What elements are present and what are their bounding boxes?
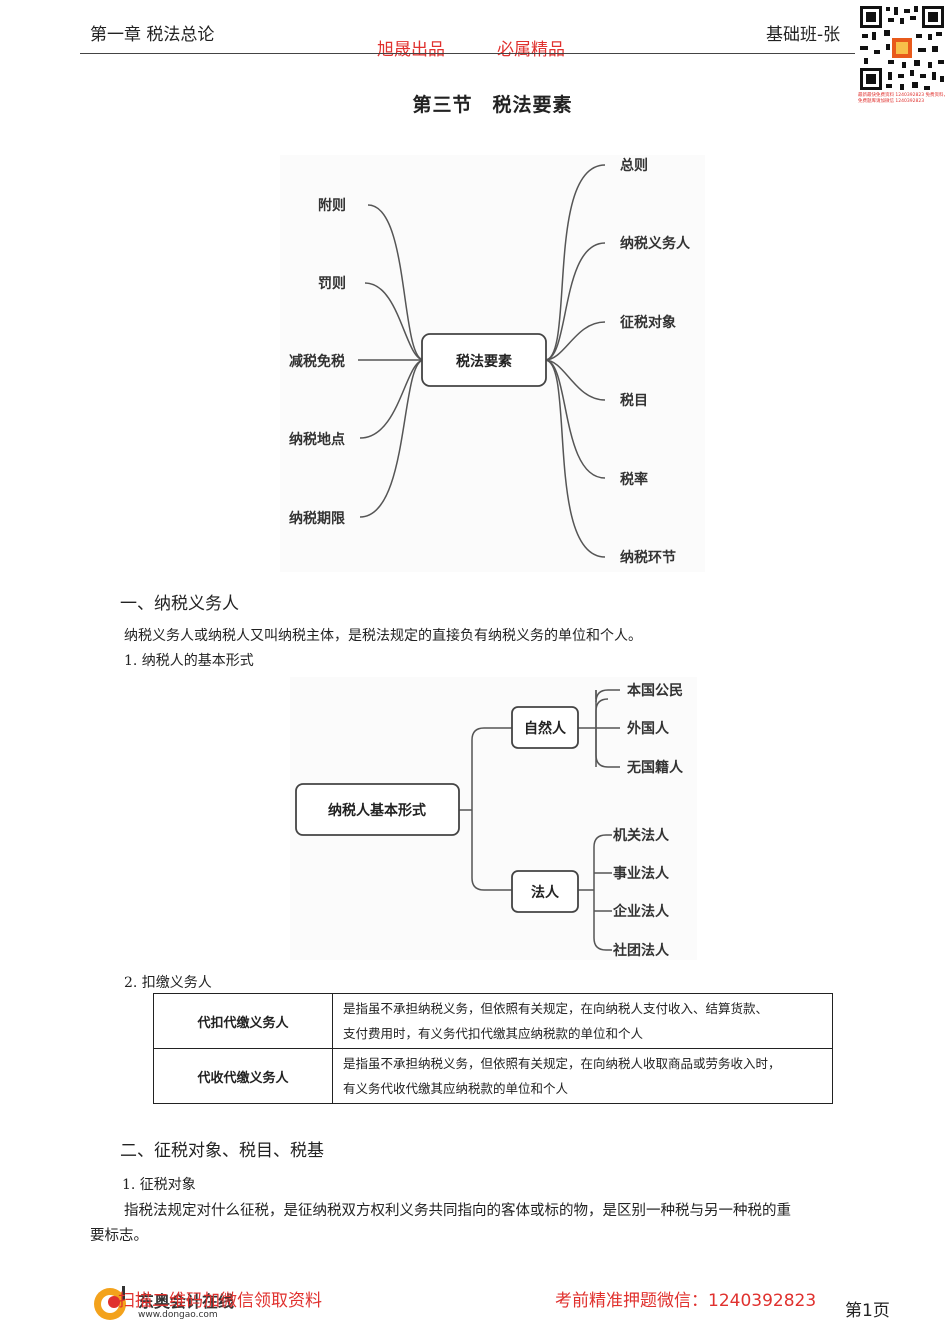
paragraph-tax-object-line1: 指税法规定对什么征税，是征纳税双方权利义务共同指向的客体或标的物，是区别一种税与… (124, 1203, 791, 1219)
legal-child: 机关法人 (613, 827, 670, 844)
natural-child: 无国籍人 (626, 759, 684, 776)
qr-code-icon[interactable] (858, 4, 946, 92)
tree-root-box (295, 783, 460, 836)
mindmap-right-node: 总则 (620, 157, 648, 174)
table-row: 代收代缴义务人 是指虽不承担纳税义务，但依照有关规定，在向纳税人收取商品或劳务收… (153, 1048, 833, 1104)
withholding-agents-table: 代扣代缴义务人 是指虽不承担纳税义务，但依照有关规定，在向纳税人支付收入、结算货… (153, 993, 833, 1104)
agent-desc-line: 支付费用时，有义务代扣代缴其应纳税款的单位和个人 (343, 1026, 644, 1041)
legal-child: 社团法人 (612, 942, 670, 959)
paragraph-taxpayer-definition: 纳税义务人或纳税人又叫纳税主体，是税法规定的直接负有纳税义务的单位和个人。 (124, 628, 642, 644)
legal-child: 企业法人 (612, 903, 670, 920)
header-divider (80, 53, 855, 54)
course-title: 基础班-张 (766, 25, 841, 45)
footer-wechat-id: 考前精准押题微信：1240392823 (555, 1291, 817, 1311)
subheading-withholding-agents: 2. 扣缴义务人 (124, 975, 212, 991)
paragraph-tax-object-line2: 要标志。 (90, 1228, 148, 1244)
mindmap-left-node: 附则 (318, 197, 346, 214)
dongao-logo (94, 1286, 126, 1320)
mindmap-right-node: 征税对象 (620, 314, 676, 331)
logo-url: www.dongao.com (138, 1310, 218, 1320)
heading-tax-object: 二、征税对象、税目、税基 (120, 1141, 324, 1161)
tree-root: 纳税人基本形式 (328, 802, 426, 819)
mindmap-center-box (421, 333, 547, 387)
mindmap-left-node: 纳税地点 (289, 431, 345, 448)
slogan-left: 旭晟出品 (377, 40, 445, 60)
natural-person: 自然人 (524, 720, 567, 737)
heading-taxpayer: 一、纳税义务人 (120, 594, 239, 614)
agent-desc-cell: 是指虽不承担纳税义务，但依照有关规定，在向纳税人收取商品或劳务收入时， 有义务代… (332, 1048, 833, 1104)
mindmap-right-node: 纳税义务人 (620, 235, 691, 252)
footer-wechat-prompt: 扫描二维码加微信领取资料 (118, 1291, 322, 1311)
natural-child: 外国人 (627, 720, 670, 737)
legal-person-box (511, 870, 579, 913)
agent-desc-line: 是指虽不承担纳税义务，但依照有关规定，在向纳税人收取商品或劳务收入时， (343, 1056, 781, 1071)
agent-desc-line: 是指虽不承担纳税义务，但依照有关规定，在向纳税人支付收入、结算货款、 (343, 1001, 769, 1016)
agent-type-cell: 代扣代缴义务人 (153, 993, 333, 1049)
legal-person: 法人 (531, 884, 560, 901)
natural-child: 本国公民 (627, 682, 683, 699)
section-title: 第三节 税法要素 (412, 94, 573, 116)
mindmap-left-node: 减税免税 (289, 353, 345, 370)
mindmap-left-node: 罚则 (318, 275, 346, 292)
mindmap-right-node: 纳税环节 (620, 549, 676, 566)
mindmap-right-node: 税率 (620, 471, 648, 488)
table-row: 代扣代缴义务人 是指虽不承担纳税义务，但依照有关规定，在向纳税人支付收入、结算货… (153, 993, 833, 1049)
mindmap-left-node: 纳税期限 (289, 510, 345, 527)
subheading-tax-object: 1. 征税对象 (122, 1177, 196, 1193)
qr-caption: 最新最快免费资料 1240392823 免费资料，免费题库请加微信 124039… (858, 93, 948, 104)
subheading-basic-forms: 1. 纳税人的基本形式 (124, 653, 254, 669)
mindmap-right-node: 税目 (620, 392, 648, 409)
mindmap-center: 税法要素 (456, 353, 512, 370)
agent-type-cell: 代收代缴义务人 (153, 1048, 333, 1104)
natural-person-box (511, 706, 579, 749)
page-number: 第1页 (845, 1301, 890, 1321)
logo-text: 东奥会计在线 (138, 1292, 235, 1311)
agent-desc-line: 有义务代收代缴其应纳税款的单位和个人 (343, 1081, 569, 1096)
slogan-right: 必属精品 (497, 40, 565, 60)
agent-desc-cell: 是指虽不承担纳税义务，但依照有关规定，在向纳税人支付收入、结算货款、 支付费用时… (332, 993, 833, 1049)
legal-child: 事业法人 (613, 865, 670, 882)
chapter-title: 第一章 税法总论 (90, 25, 215, 45)
